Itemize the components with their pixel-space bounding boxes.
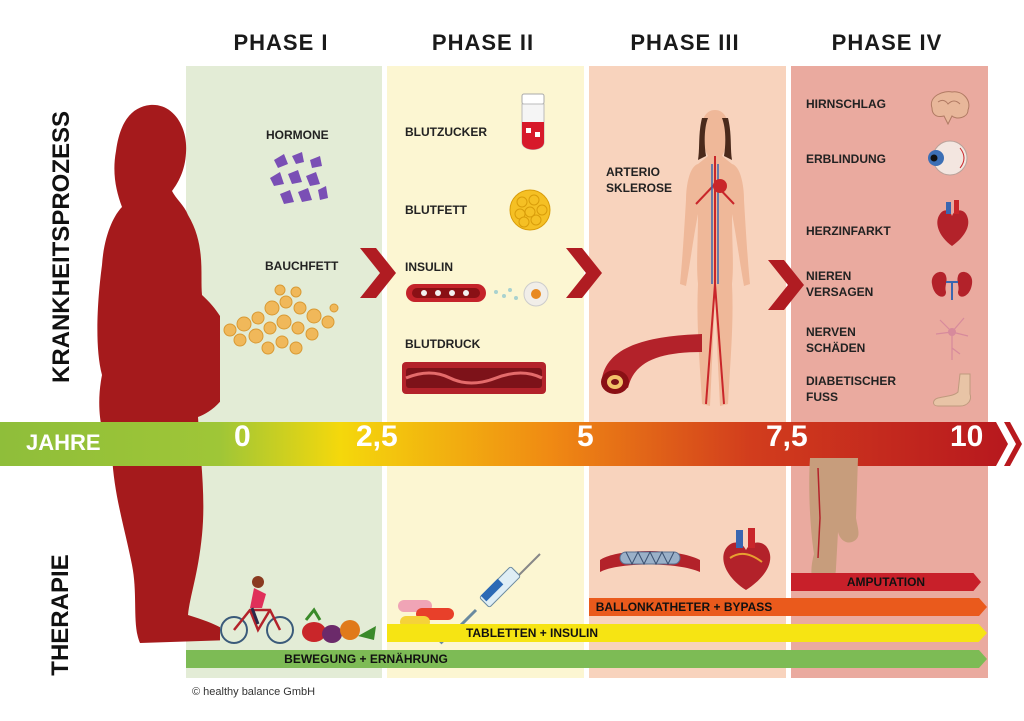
arrow-2-icon (566, 248, 602, 298)
stent-icon (600, 550, 700, 572)
blutzucker-label: BLUTZUCKER (405, 125, 487, 139)
phase-1-title: PHASE I (233, 30, 329, 55)
tablets-insulin-label: TABLETTEN + INSULIN (465, 626, 599, 640)
kidney-icon (931, 271, 973, 300)
amputation-label: AMPUTATION (846, 575, 926, 589)
bypass-heart-icon (723, 528, 771, 590)
arteriosklerose-label: ARTERIO SKLEROSE (606, 165, 673, 195)
insulin-label: INSULIN (405, 260, 453, 274)
tick-0: 0 (234, 420, 251, 453)
tablets-insulin-bar: TABLETTEN + INSULIN (387, 624, 987, 642)
artery-cross-section-icon (601, 334, 702, 394)
tick-7-5: 7,5 (766, 420, 808, 453)
fat-cells-icon (223, 284, 339, 355)
therapy-label: THERAPIE (47, 554, 74, 676)
arrow-1-icon (360, 248, 396, 298)
female-anatomy-icon (680, 110, 750, 406)
arrow-3-icon (768, 260, 804, 310)
cyclist-icon (220, 576, 294, 644)
tick-5: 5 (577, 420, 594, 453)
vegetables-icon (302, 607, 376, 643)
hormone-crystals-icon (270, 152, 328, 204)
fat-cluster-icon (509, 189, 551, 231)
blood-sample-icon (521, 93, 545, 150)
hirnschlag-label: HIRNSCHLAG (806, 97, 886, 111)
amputated-leg-icon (809, 458, 859, 587)
amputation-bar: AMPUTATION (791, 573, 981, 591)
nerve-icon (935, 317, 969, 360)
balloon-bypass-bar: BALLONKATHETER + BYPASS (589, 598, 987, 616)
tick-2-5: 2,5 (356, 420, 398, 453)
disease-process-label: KRANKHEITSPROZESS (48, 110, 75, 384)
brain-icon (930, 91, 970, 126)
blutdruck-label: BLUTDRUCK (405, 337, 481, 351)
nierenversagen-label: NIEREN VERSAGEN (806, 269, 874, 299)
timeline-bar (0, 422, 1022, 466)
blutfett-label: BLUTFETT (405, 203, 467, 217)
foot-icon (933, 373, 971, 407)
phase-4-title: PHASE IV (831, 30, 943, 55)
exercise-nutrition-bar: BEWEGUNG + ERNÄHRUNG (186, 650, 987, 668)
nervenschaeden-label: NERVEN SCHÄDEN (806, 325, 866, 355)
tick-10: 10 (950, 420, 984, 453)
body-silhouette-icon (97, 104, 220, 643)
phase-2-title: PHASE II (431, 30, 535, 55)
diabetischer-fuss-label: DIABETISCHER FUSS (806, 374, 897, 404)
heart-icon (937, 200, 969, 246)
balloon-bypass-label: BALLONKATHETER + BYPASS (595, 600, 773, 614)
phase-3-title: PHASE III (630, 30, 740, 55)
blood-vessel-insulin-icon (406, 281, 549, 307)
eye-icon (928, 140, 968, 176)
exercise-nutrition-label: BEWEGUNG + ERNÄHRUNG (284, 652, 448, 666)
years-label: JAHRE (26, 430, 101, 455)
erblindung-label: ERBLINDUNG (806, 152, 886, 166)
herzinfarkt-label: HERZINFARKT (806, 224, 891, 238)
copyright: © healthy balance GmbH (192, 686, 316, 698)
artery-plaque-icon (402, 362, 546, 394)
bauchfett-label: BAUCHFETT (265, 259, 339, 273)
hormone-label: HORMONE (266, 128, 329, 142)
